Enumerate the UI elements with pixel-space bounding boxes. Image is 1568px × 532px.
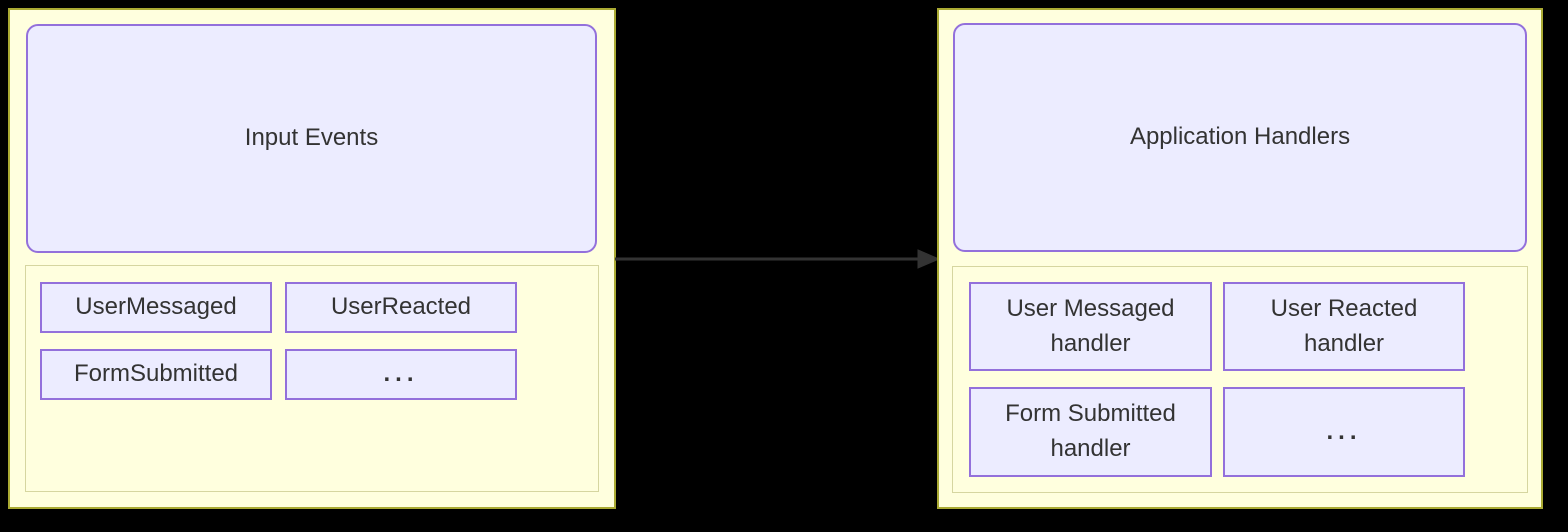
node-user-messaged-handler: User Messaged handler — [969, 282, 1212, 371]
node-user-messaged-handler-label: User Messaged handler — [1006, 294, 1175, 357]
input-events-title-node: Input Events — [26, 24, 597, 253]
node-handlers-ellipsis-label: ... — [1326, 417, 1362, 445]
node-user-reacted: UserReacted — [285, 282, 517, 333]
node-form-submitted-handler: Form Submitted handler — [969, 387, 1212, 477]
node-handlers-ellipsis: ... — [1223, 387, 1465, 477]
node-user-messaged: UserMessaged — [40, 282, 272, 333]
node-user-reacted-handler-label: User Reacted handler — [1270, 294, 1418, 357]
node-user-reacted-handler: User Reacted handler — [1223, 282, 1465, 371]
node-form-submitted-label: FormSubmitted — [73, 360, 239, 388]
node-user-reacted-label: UserReacted — [330, 293, 472, 321]
flow-arrow — [615, 249, 941, 269]
application-handlers-title-node: Application Handlers — [953, 23, 1527, 252]
node-form-submitted: FormSubmitted — [40, 349, 272, 400]
node-form-submitted-handler-label: Form Submitted handler — [1005, 400, 1176, 462]
input-events-title-label: Input Events — [244, 124, 379, 152]
application-handlers-title-label: Application Handlers — [1129, 123, 1351, 151]
node-events-ellipsis-label: ... — [383, 360, 419, 388]
node-events-ellipsis: ... — [285, 349, 517, 400]
node-user-messaged-label: UserMessaged — [75, 293, 237, 321]
